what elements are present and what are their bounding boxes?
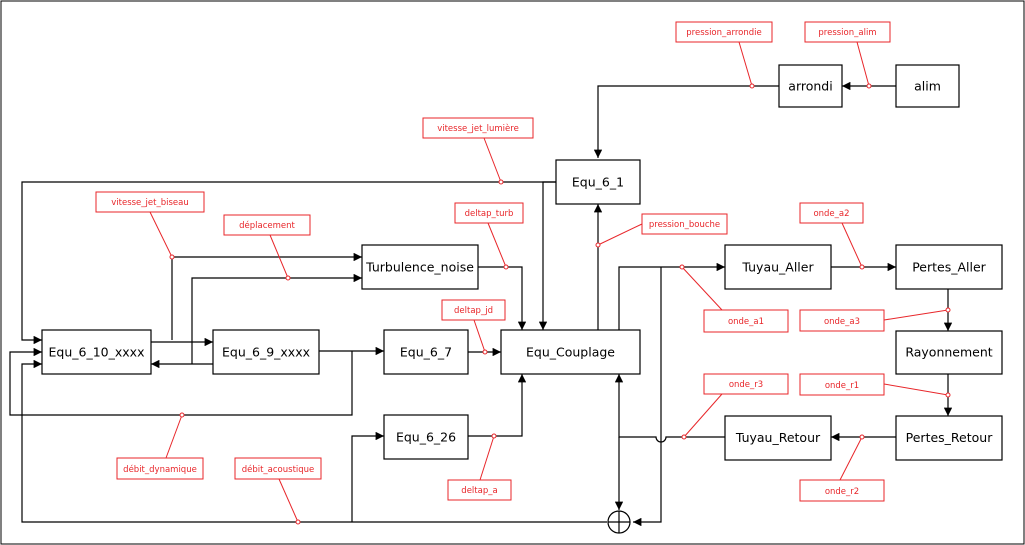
signal-vitesse-jet-lumiere[interactable]: vitesse_jet_lumière [422,117,534,185]
block-label: Tuyau_Retour [735,430,821,445]
signal-debit-acoustique[interactable]: débit_acoustique [234,457,322,525]
signal-label: débit_dynamique [123,464,197,475]
signal-onde-r2[interactable]: onde_r2 [799,434,885,502]
wire-arrondi-to-equ61 [593,85,779,158]
signal-label: deltap_jd [454,306,493,316]
block-label: Turbulence_noise [365,260,474,275]
signal-pression-alim[interactable]: pression_alim [804,21,891,89]
signal-debit-dynamique[interactable]: débit_dynamique [116,412,204,480]
block-alim[interactable]: alim [895,64,960,108]
wire-turbulence-to-couplage [478,266,527,330]
signal-onde-r3[interactable]: onde_r3 [681,373,789,440]
signal-onde-a1[interactable]: onde_a1 [679,264,789,333]
signal-deltap-jd[interactable]: deltap_jd [441,299,506,355]
signal-label: pression_bouche [649,220,720,230]
wire-equ626-to-couplage [468,374,527,437]
signal-pression-arrondie[interactable]: pression_arrondie [675,21,773,89]
signal-label: onde_r2 [825,487,859,497]
signal-label: débit_acoustique [242,464,315,475]
block-tuyau-aller[interactable]: Tuyau_Aller [724,244,832,290]
block-equ-6-26[interactable]: Equ_6_26 [383,414,469,460]
block-label: alim [914,79,941,94]
block-label: Tuyau_Aller [741,260,814,275]
signal-label: onde_a3 [824,317,860,327]
block-label: Equ_Couplage [526,345,615,360]
signal-onde-a2[interactable]: onde_a2 [799,202,865,270]
signal-label: pression_arrondie [686,28,761,38]
block-equ-6-1[interactable]: Equ_6_1 [555,159,641,205]
wire-sum-to-equ626 [351,431,384,522]
block-label: Pertes_Retour [906,430,994,445]
signal-vitesse-jet-biseau[interactable]: vitesse_jet_biseau [95,191,205,260]
block-label: Equ_6_9_xxxx [222,345,310,360]
block-pertes-retour[interactable]: Pertes_Retour [895,415,1003,461]
block-label: Equ_6_10_xxxx [49,345,145,360]
block-rayonnement[interactable]: Rayonnement [895,330,1003,375]
signal-onde-a3[interactable]: onde_a3 [799,307,951,332]
block-label: arrondi [788,79,832,94]
signal-label: vitesse_jet_biseau [111,198,188,208]
signal-label: onde_a1 [728,317,764,327]
block-equ-6-9-xxxx[interactable]: Equ_6_9_xxxx [212,329,320,375]
signal-label: onde_r1 [825,381,859,391]
block-label: Equ_6_1 [572,175,624,190]
wire-equ61-to-equ610 [21,181,556,345]
wire-tuyau-retour-to-couplage [614,374,725,443]
block-label: Rayonnement [905,345,992,360]
block-label: Equ_6_26 [396,430,456,445]
signal-onde-r1[interactable]: onde_r1 [799,373,951,398]
signal-label: onde_r3 [729,380,763,390]
block-equ-couplage[interactable]: Equ_Couplage [500,329,641,375]
signal-deltap-a[interactable]: deltap_a [447,433,512,501]
wire-equ69-to-turbulence [191,273,362,364]
signal-pression-bouche[interactable]: pression_bouche [595,213,728,248]
signal-label: onde_a2 [813,209,849,219]
block-tuyau-retour[interactable]: Tuyau_Retour [724,415,832,461]
wire-debit-acoustique [21,359,607,523]
block-equ-6-10-xxxx[interactable]: Equ_6_10_xxxx [41,329,152,375]
signal-deltap-turb[interactable]: deltap_turb [454,202,524,270]
sum-junction [607,510,631,534]
wire-equ610-to-turbulence [171,252,362,340]
signal-label: deltap_turb [465,209,514,219]
block-arrondi[interactable]: arrondi [778,64,843,108]
wire-couplage-to-tuyau-aller [618,262,725,330]
signal-label: vitesse_jet_lumière [437,123,519,134]
signal-deplacement[interactable]: déplacement [223,214,311,281]
signal-label: deltap_a [461,486,497,496]
block-equ-6-7[interactable]: Equ_6_7 [383,329,469,375]
block-label: Equ_6_7 [400,345,452,360]
wire-aller-to-sum [633,267,662,527]
block-turbulence-noise[interactable]: Turbulence_noise [361,244,479,290]
wire-equ61-to-couplage [538,181,556,330]
signal-label: déplacement [239,220,295,231]
block-pertes-aller[interactable]: Pertes_Aller [895,244,1003,290]
wire-debit-dynamique [9,347,353,416]
block-label: Pertes_Aller [912,260,986,275]
signal-label: pression_alim [818,28,876,38]
